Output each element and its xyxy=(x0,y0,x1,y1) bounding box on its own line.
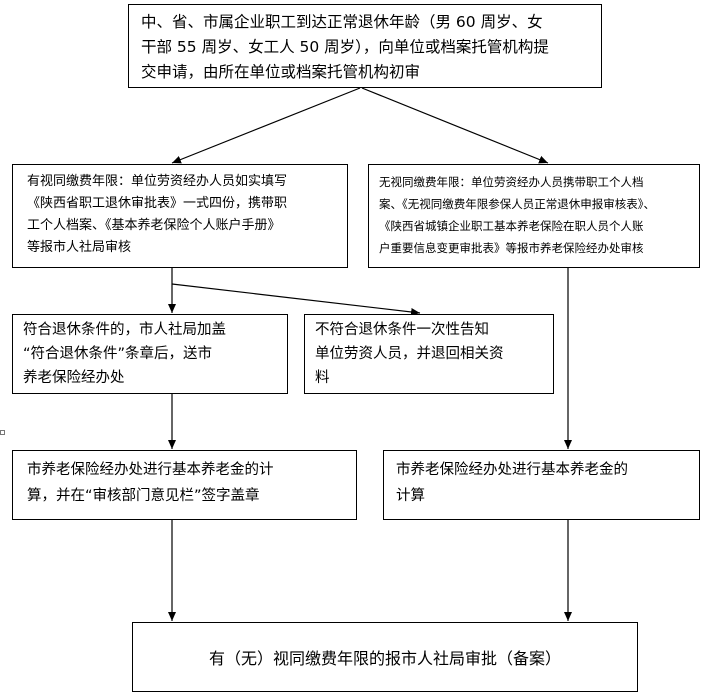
without-contribution-years-box: 无视同缴费年限：单位劳资经办人员携带职工个人档 案、《无视同缴费年限参保人员正常… xyxy=(368,164,700,268)
step-apply-box: 中、省、市属企业职工到达正常退休年龄（男 60 周岁、女 干部 55 周岁、女工… xyxy=(128,4,602,88)
pension-calc-left-box: 市养老保险经办处进行基本养老金的计 算，并在“审核部门意见栏”签字盖章 xyxy=(12,450,357,520)
pension-calc-right-text: 市养老保险经办处进行基本养老金的 计算 xyxy=(396,462,628,504)
arrow-top-to-left xyxy=(171,87,361,164)
qualified-text: 符合退休条件的，市人社局加盖 “符合退休条件”条章后，送市 养老保险经办处 xyxy=(23,322,226,386)
with-contribution-years-box: 有视同缴费年限：单位劳资经办人员如实填写 《陕西省职工退休审批表》一式四份，携带… xyxy=(12,164,348,268)
not-qualified-text: 不符合退休条件一次性告知 单位劳资人员，并退回相关资 料 xyxy=(315,322,504,386)
not-qualified-box: 不符合退休条件一次性告知 单位劳资人员，并退回相关资 料 xyxy=(304,314,554,394)
final-approval-box: 有（无）视同缴费年限的报市人社局审批（备案） xyxy=(132,622,638,692)
pension-calc-left-text: 市养老保险经办处进行基本养老金的计 算，并在“审核部门意见栏”签字盖章 xyxy=(27,462,274,504)
qualified-box: 符合退休条件的，市人社局加盖 “符合退休条件”条章后，送市 养老保险经办处 xyxy=(12,314,288,394)
without-contribution-years-text: 无视同缴费年限：单位劳资经办人员携带职工个人档 案、《无视同缴费年限参保人员正常… xyxy=(379,175,655,255)
arrow-left-to-not-qualified xyxy=(171,283,421,316)
arrow-top-to-right xyxy=(361,87,549,164)
step-apply-text: 中、省、市属企业职工到达正常退休年龄（男 60 周岁、女 干部 55 周岁、女工… xyxy=(141,13,549,81)
final-approval-text: 有（无）视同缴费年限的报市人社局审批（备案） xyxy=(208,649,561,668)
pension-calc-right-box: 市养老保险经办处进行基本养老金的 计算 xyxy=(383,450,700,520)
stray-mark xyxy=(0,430,5,435)
with-contribution-years-text: 有视同缴费年限：单位劳资经办人员如实填写 《陕西省职工退休审批表》一式四份，携带… xyxy=(27,174,288,255)
